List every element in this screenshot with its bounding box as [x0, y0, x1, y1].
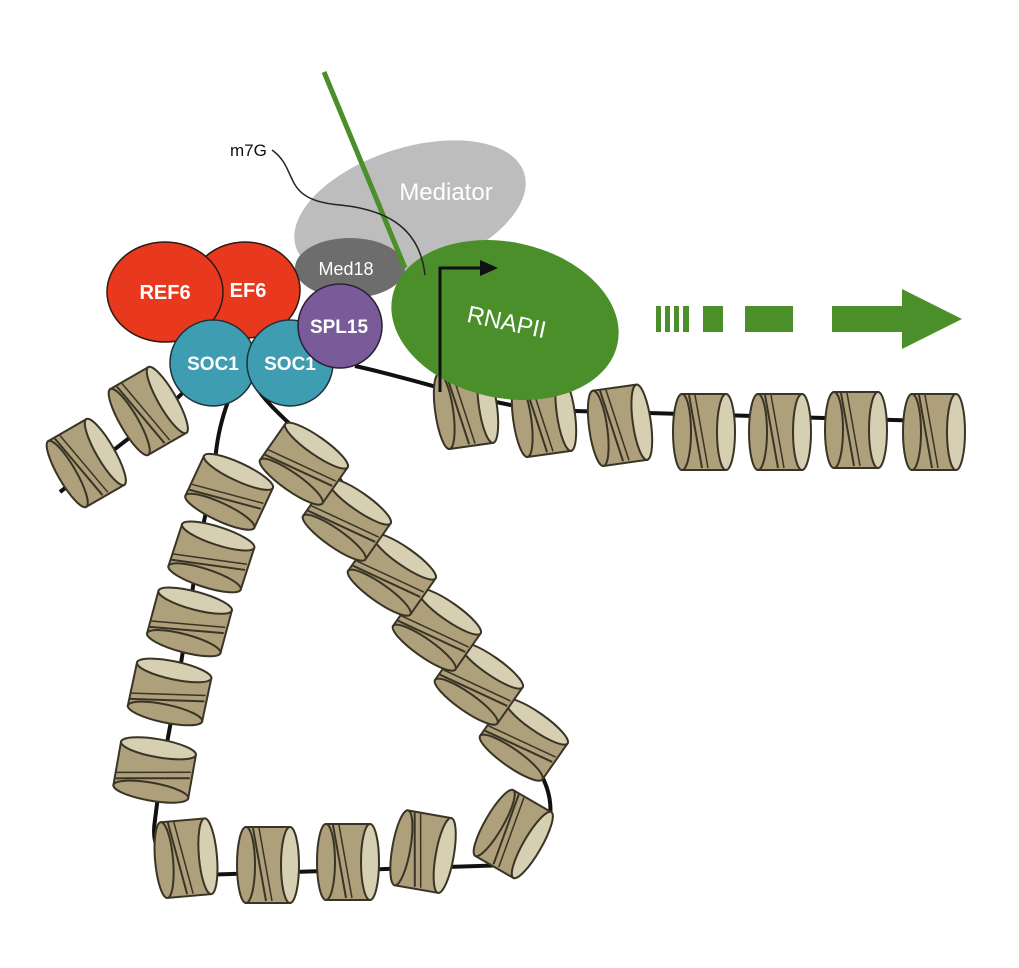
med18-label: Med18 — [318, 259, 373, 279]
m7g-cap: m7G — [230, 141, 426, 276]
nucleosome — [583, 382, 658, 469]
nucleosome — [124, 652, 215, 732]
rnapii: RNAPII — [391, 240, 619, 400]
soc1-right-label: SOC1 — [264, 354, 316, 375]
nucleosome — [143, 581, 236, 663]
transcription-direction-arrow-icon — [656, 289, 962, 349]
nucleosome — [902, 393, 966, 471]
spl15-label: SPL15 — [310, 317, 369, 338]
nucleosome — [384, 807, 462, 896]
nucleosome — [110, 731, 199, 809]
nascent-rna-line — [321, 71, 408, 269]
mediator-label: Mediator — [399, 179, 492, 206]
nucleosome — [672, 393, 736, 471]
ef6-label: EF6 — [230, 280, 267, 302]
ref6: REF6 — [106, 241, 224, 343]
soc1-left: SOC1 — [169, 319, 257, 407]
nucleosome — [748, 393, 812, 471]
nucleosome — [824, 391, 888, 469]
med18: Med18 — [295, 238, 405, 298]
soc1-left-label: SOC1 — [187, 354, 239, 375]
nucleosome — [236, 826, 300, 904]
ref6-label: REF6 — [139, 282, 190, 304]
tss-arrow-icon — [438, 260, 498, 392]
nucleosome — [316, 823, 380, 901]
m7g-label: m7G — [230, 141, 267, 160]
nucleosome — [150, 816, 222, 900]
spl15: SPL15 — [297, 283, 383, 369]
nucleosome — [39, 413, 134, 513]
